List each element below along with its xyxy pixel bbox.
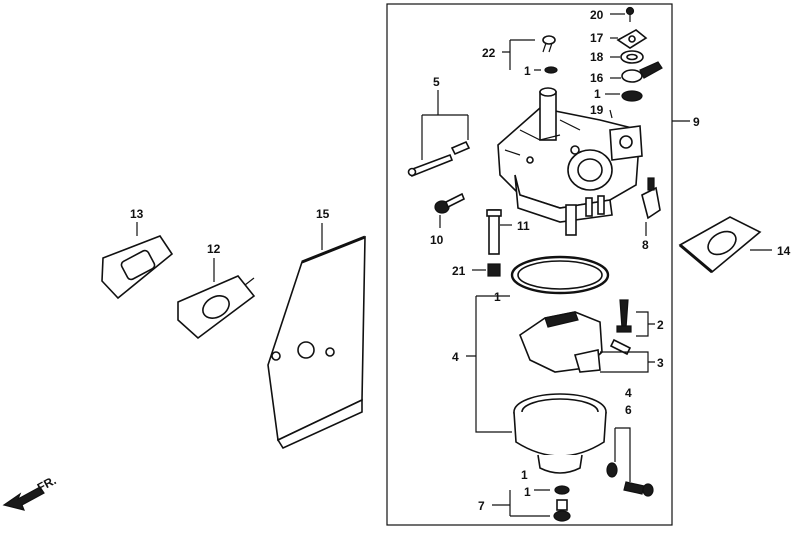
callout-19: 19 bbox=[590, 103, 604, 117]
part-20-screw bbox=[625, 6, 635, 22]
callout-4a: 4 bbox=[452, 350, 459, 364]
callout-2: 2 bbox=[657, 318, 664, 332]
callout-3: 3 bbox=[657, 356, 664, 370]
callout-17: 17 bbox=[590, 31, 604, 45]
callout-5: 5 bbox=[433, 75, 440, 89]
part-2-screw bbox=[616, 299, 632, 333]
part-22-screw bbox=[542, 35, 556, 53]
callout-15: 15 bbox=[316, 207, 330, 221]
part-12-insulator bbox=[177, 275, 256, 340]
callout-4b: 4 bbox=[625, 386, 632, 400]
part-8-float-valve bbox=[641, 177, 661, 220]
callout-13: 13 bbox=[130, 207, 144, 221]
callout-6: 6 bbox=[625, 403, 632, 417]
callout-1a: 1 bbox=[594, 87, 601, 101]
callout-21: 21 bbox=[452, 264, 466, 278]
part-1-washer-lower bbox=[554, 485, 570, 495]
part-18-gasket bbox=[620, 50, 644, 64]
callout-8: 8 bbox=[642, 238, 649, 252]
part-1-oring-top bbox=[621, 90, 643, 102]
part-3-pin bbox=[609, 338, 632, 356]
callout-20: 20 bbox=[590, 8, 604, 22]
part-16-lever bbox=[621, 61, 663, 83]
part-6-washer bbox=[606, 462, 618, 478]
assembly-frame bbox=[386, 3, 673, 526]
callout-16: 16 bbox=[590, 71, 604, 85]
part-1-washer-upper bbox=[544, 66, 558, 74]
callout-9: 9 bbox=[693, 115, 700, 129]
part-1-float-chamber-oring bbox=[510, 255, 610, 295]
part-17-plate bbox=[616, 29, 648, 49]
part-float bbox=[519, 311, 603, 373]
callout-1b: 1 bbox=[524, 64, 531, 78]
callout-14: 14 bbox=[777, 244, 791, 258]
callout-11: 11 bbox=[517, 219, 530, 233]
callout-22: 22 bbox=[482, 46, 496, 60]
carburetor-body bbox=[497, 87, 643, 236]
callout-10: 10 bbox=[430, 233, 444, 247]
callout-1d: 1 bbox=[521, 468, 528, 482]
part-5-screw-spring bbox=[407, 140, 471, 178]
callout-7: 7 bbox=[478, 499, 485, 513]
part-13-gasket bbox=[101, 235, 174, 300]
part-10-screw bbox=[434, 192, 466, 214]
callout-1e: 1 bbox=[524, 485, 531, 499]
part-15-plate bbox=[267, 235, 366, 450]
callout-1c: 1 bbox=[494, 290, 501, 304]
part-7-bolt bbox=[553, 499, 571, 522]
part-11-nozzle bbox=[486, 209, 502, 255]
front-direction-arrow bbox=[2, 486, 45, 511]
part-14-gasket bbox=[678, 216, 762, 274]
part-float-bowl bbox=[513, 393, 607, 474]
callout-18: 18 bbox=[590, 50, 604, 64]
part-21-jet bbox=[487, 263, 501, 277]
callout-12: 12 bbox=[207, 242, 221, 256]
part-drain-screw bbox=[623, 481, 654, 497]
